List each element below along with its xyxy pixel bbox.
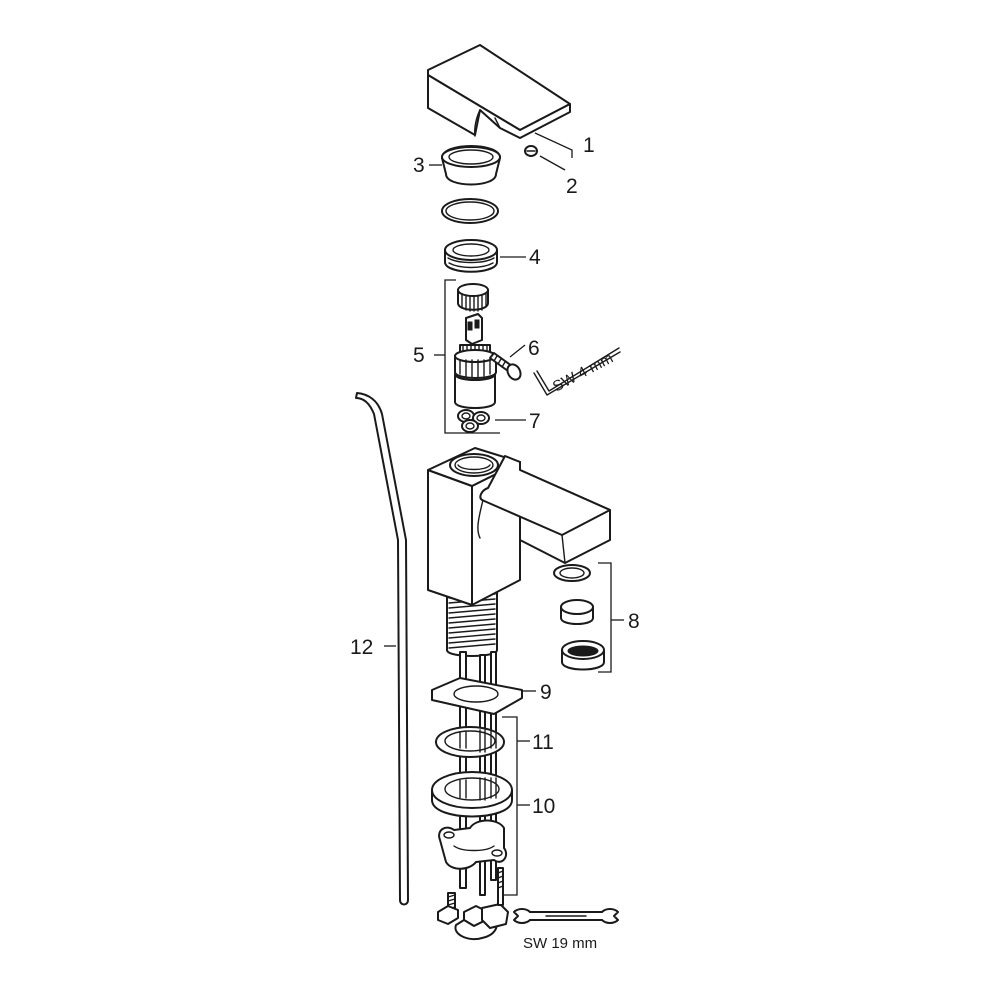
lever-handle (427, 44, 571, 139)
callout-12: 12 (350, 636, 373, 659)
callout-8: 8 (628, 610, 640, 633)
callout-6: 6 (528, 337, 540, 360)
cartridge (454, 313, 497, 409)
grub-screw (524, 145, 538, 157)
wrench-icon (513, 908, 619, 924)
supply-hose (355, 392, 409, 906)
rods-front (459, 729, 497, 801)
aerator-insert (560, 599, 594, 625)
threaded-nut (444, 239, 498, 273)
fixing-bolts (437, 867, 509, 941)
callout-11: 11 (532, 731, 554, 754)
spline-adapter (457, 283, 489, 312)
allen-key-icon (533, 347, 621, 396)
callout-10: 10 (532, 795, 555, 818)
callout-4: 4 (529, 246, 541, 269)
aerator-housing (561, 640, 605, 671)
mounting-plate (438, 819, 508, 870)
callout-5-bracket (444, 279, 500, 434)
cartridge-screw (489, 352, 522, 381)
callout-2: 2 (566, 175, 578, 198)
callout-6-leader (509, 344, 526, 358)
cover-ring (441, 145, 501, 186)
support-washer (435, 726, 505, 758)
callout-2-leader (539, 155, 566, 171)
callout-11-bracket (502, 716, 518, 896)
support-ring (431, 771, 513, 818)
callout-7: 7 (529, 410, 541, 433)
callout-3: 3 (413, 154, 425, 177)
callout-8-bracket (598, 562, 612, 673)
callout-1-leader (534, 132, 573, 158)
callout-9: 9 (540, 681, 552, 704)
aerator-washer (553, 564, 591, 582)
callout-5: 5 (413, 344, 425, 367)
o-ring (441, 198, 499, 224)
small-o-rings (457, 409, 490, 433)
wrench-label: SW 19 mm (523, 935, 597, 952)
allen-key-label: SW 4 mm (550, 350, 616, 396)
base-gasket (431, 677, 523, 715)
faucet-body (427, 447, 611, 657)
callout-1: 1 (583, 134, 595, 157)
